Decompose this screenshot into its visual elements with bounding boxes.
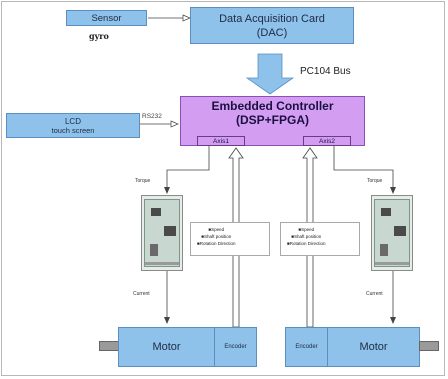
lcd-label: LCD (64, 116, 81, 126)
right-motor-label: Motor (359, 341, 388, 353)
left-feedback-item-rotation-direction: ■Rotation Direction (197, 241, 236, 246)
axis1-label: Axis1 (213, 137, 229, 145)
left-feedback-item-speed: ■Speed (208, 227, 225, 232)
dac-abbrev: (DAC) (256, 26, 288, 39)
right-torque-line (333, 146, 394, 188)
gyro-label: gyro (89, 31, 109, 41)
right-feedback-item-shaft-position: ■Shaft position (291, 234, 322, 239)
right-torque-label: Torque (367, 178, 383, 184)
right-torque-arrowhead (390, 187, 396, 194)
left-motor-label: Motor (152, 341, 181, 353)
left-motor-box: Motor (118, 327, 215, 367)
touch-screen-label: touch screen (51, 125, 95, 135)
right-encoder-box: Encoder (285, 327, 328, 367)
left-motor-driver-board (141, 195, 183, 271)
left-feedback-list: ■Speed ■Shaft position ■Rotation Directi… (197, 226, 236, 247)
controller-subtitle: (DSP+FPGA) (235, 113, 309, 127)
right-feedback-item-speed: ■Speed (298, 227, 315, 232)
axis1-port: Axis1 (197, 136, 245, 146)
right-motor-driver-board (371, 195, 413, 271)
sensor-label: Sensor (91, 12, 122, 24)
controller-title: Embedded Controller (211, 99, 334, 113)
right-current-arrowhead (390, 317, 396, 324)
dac-title: Data Acquisition Card (219, 12, 325, 25)
right-motor-box: Motor (327, 327, 420, 367)
left-torque-label: Torque (135, 178, 151, 184)
sensor-box: Sensor (66, 10, 147, 26)
rs232-arrowhead (170, 120, 179, 128)
lcd-box: LCD touch screen (6, 113, 140, 138)
sensor-dac-arrowhead (182, 14, 191, 22)
pc104-bus-arrow (245, 53, 295, 95)
left-feedback-item-shaft-position: ■Shaft position (201, 234, 232, 239)
left-current-label: Current (133, 291, 150, 297)
axis2-label: Axis2 (319, 137, 335, 145)
left-encoder-box: Encoder (214, 327, 257, 367)
left-motor-shaft (99, 341, 119, 351)
left-torque-arrowhead (164, 187, 170, 194)
rs232-label: RS232 (142, 113, 162, 120)
right-encoder-label: Encoder (295, 344, 318, 350)
right-feedback-box: ■Speed ■Shaft position ■Rotation Directi… (280, 222, 360, 256)
pc104-bus-label: PC104 Bus (300, 66, 351, 77)
right-feedback-item-rotation-direction: ■Rotation Direction (287, 241, 326, 246)
left-current-arrowhead (164, 317, 170, 324)
axis2-port: Axis2 (303, 136, 351, 146)
left-encoder-label: Encoder (224, 344, 247, 350)
right-feedback-list: ■Speed ■Shaft position ■Rotation Directi… (287, 226, 326, 247)
left-torque-line (166, 146, 210, 188)
dac-box: Data Acquisition Card (DAC) (190, 7, 354, 44)
left-feedback-box: ■Speed ■Shaft position ■Rotation Directi… (190, 222, 270, 256)
right-motor-shaft (419, 341, 439, 351)
right-current-label: Current (366, 291, 383, 297)
